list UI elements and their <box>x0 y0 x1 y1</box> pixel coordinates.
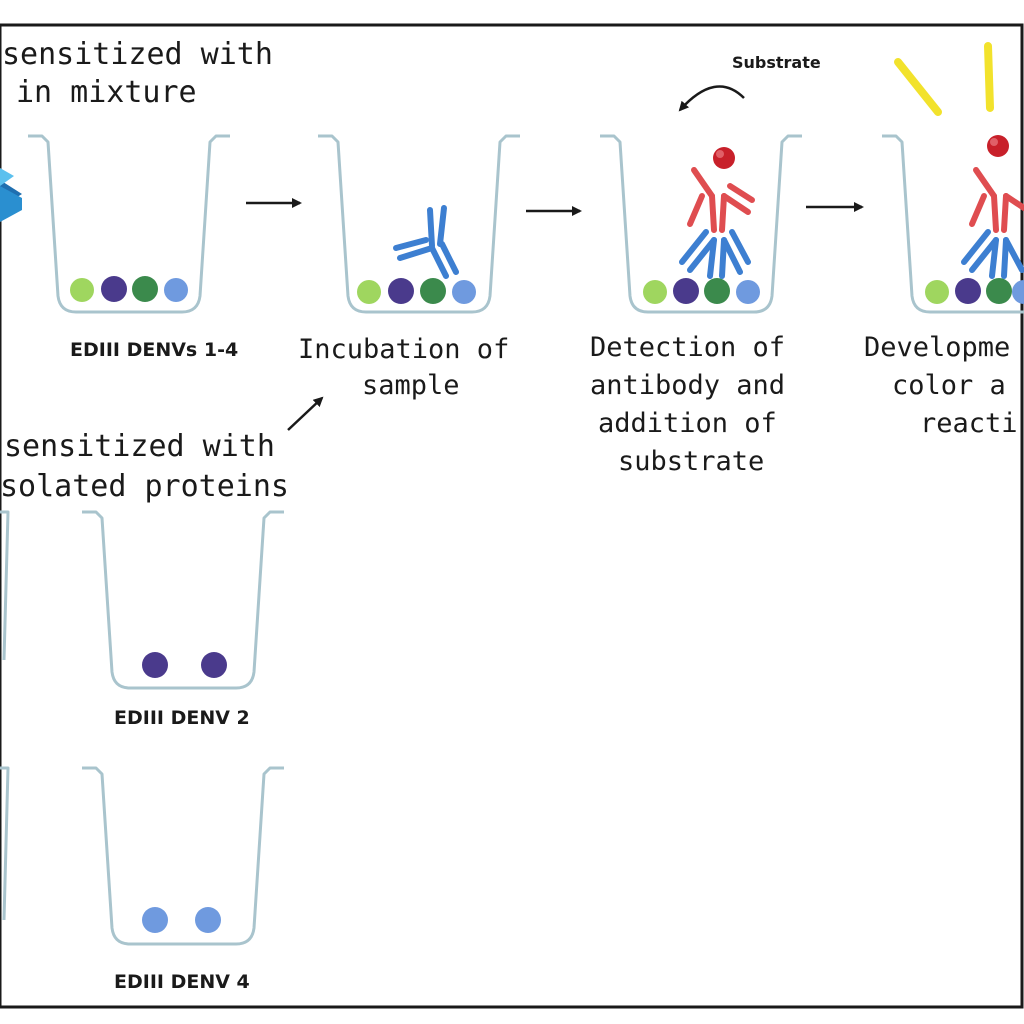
light-ray-icon <box>894 42 994 116</box>
detection-label-line2: antibody and <box>590 370 785 401</box>
plate-isolated-label-line2: solated proteins <box>0 469 289 504</box>
flow-arrow-isolated <box>287 396 324 431</box>
well-cropped-left-1 <box>0 510 10 661</box>
well-denv4-label: EDIII DENV 4 <box>114 971 250 993</box>
protein-denv4 <box>164 278 188 302</box>
protein-denv4 <box>195 907 221 933</box>
protein-denv4 <box>142 907 168 933</box>
protein-denv1 <box>70 278 94 302</box>
well-denv2-label: EDIII DENV 2 <box>114 707 250 729</box>
diagram-frame <box>0 23 1024 1009</box>
plate-mixture-label-line1: sensitized with <box>2 37 273 72</box>
plate-isolated-label-line1: sensitized with <box>4 429 275 464</box>
detection-label-line1: Detection of <box>590 332 785 363</box>
enzyme-icon <box>987 135 1009 157</box>
well-development <box>882 134 1024 314</box>
development-label-line3: reacti <box>920 408 1018 439</box>
well-detection <box>600 134 802 314</box>
substrate-label: Substrate <box>732 53 821 72</box>
well-incubation <box>318 134 520 314</box>
well-cropped-left-2 <box>0 766 10 921</box>
development-label-line2: color a <box>892 370 1006 401</box>
protein-denv3 <box>132 276 158 302</box>
plate-mixture-label-line2: in mixture <box>16 75 197 110</box>
secondary-antibody-icon <box>687 167 755 233</box>
substrate-arrow <box>678 85 745 112</box>
protein-denv2 <box>142 652 168 678</box>
primary-antibody-icon <box>679 229 751 279</box>
protein-denv2 <box>201 652 227 678</box>
secondary-antibody-icon <box>969 167 1024 233</box>
detection-label-line3: addition of <box>598 408 777 439</box>
well-edIII-denv1-4 <box>28 134 230 314</box>
well-edIII-denv4 <box>82 766 284 946</box>
incubation-label-line2: sample <box>362 370 460 401</box>
well-edIII-denv2 <box>82 510 284 690</box>
primary-antibody-icon <box>961 229 1024 279</box>
protein-denv2 <box>101 276 127 302</box>
well-mix-label: EDIII DENVs 1-4 <box>70 339 238 361</box>
microplate-icon <box>0 168 22 222</box>
incubation-label-line1: Incubation of <box>298 334 509 365</box>
detection-label-line4: substrate <box>618 446 764 477</box>
primary-antibody-icon <box>393 205 459 279</box>
enzyme-icon <box>713 147 735 169</box>
development-label-line1: Developme <box>864 332 1010 363</box>
